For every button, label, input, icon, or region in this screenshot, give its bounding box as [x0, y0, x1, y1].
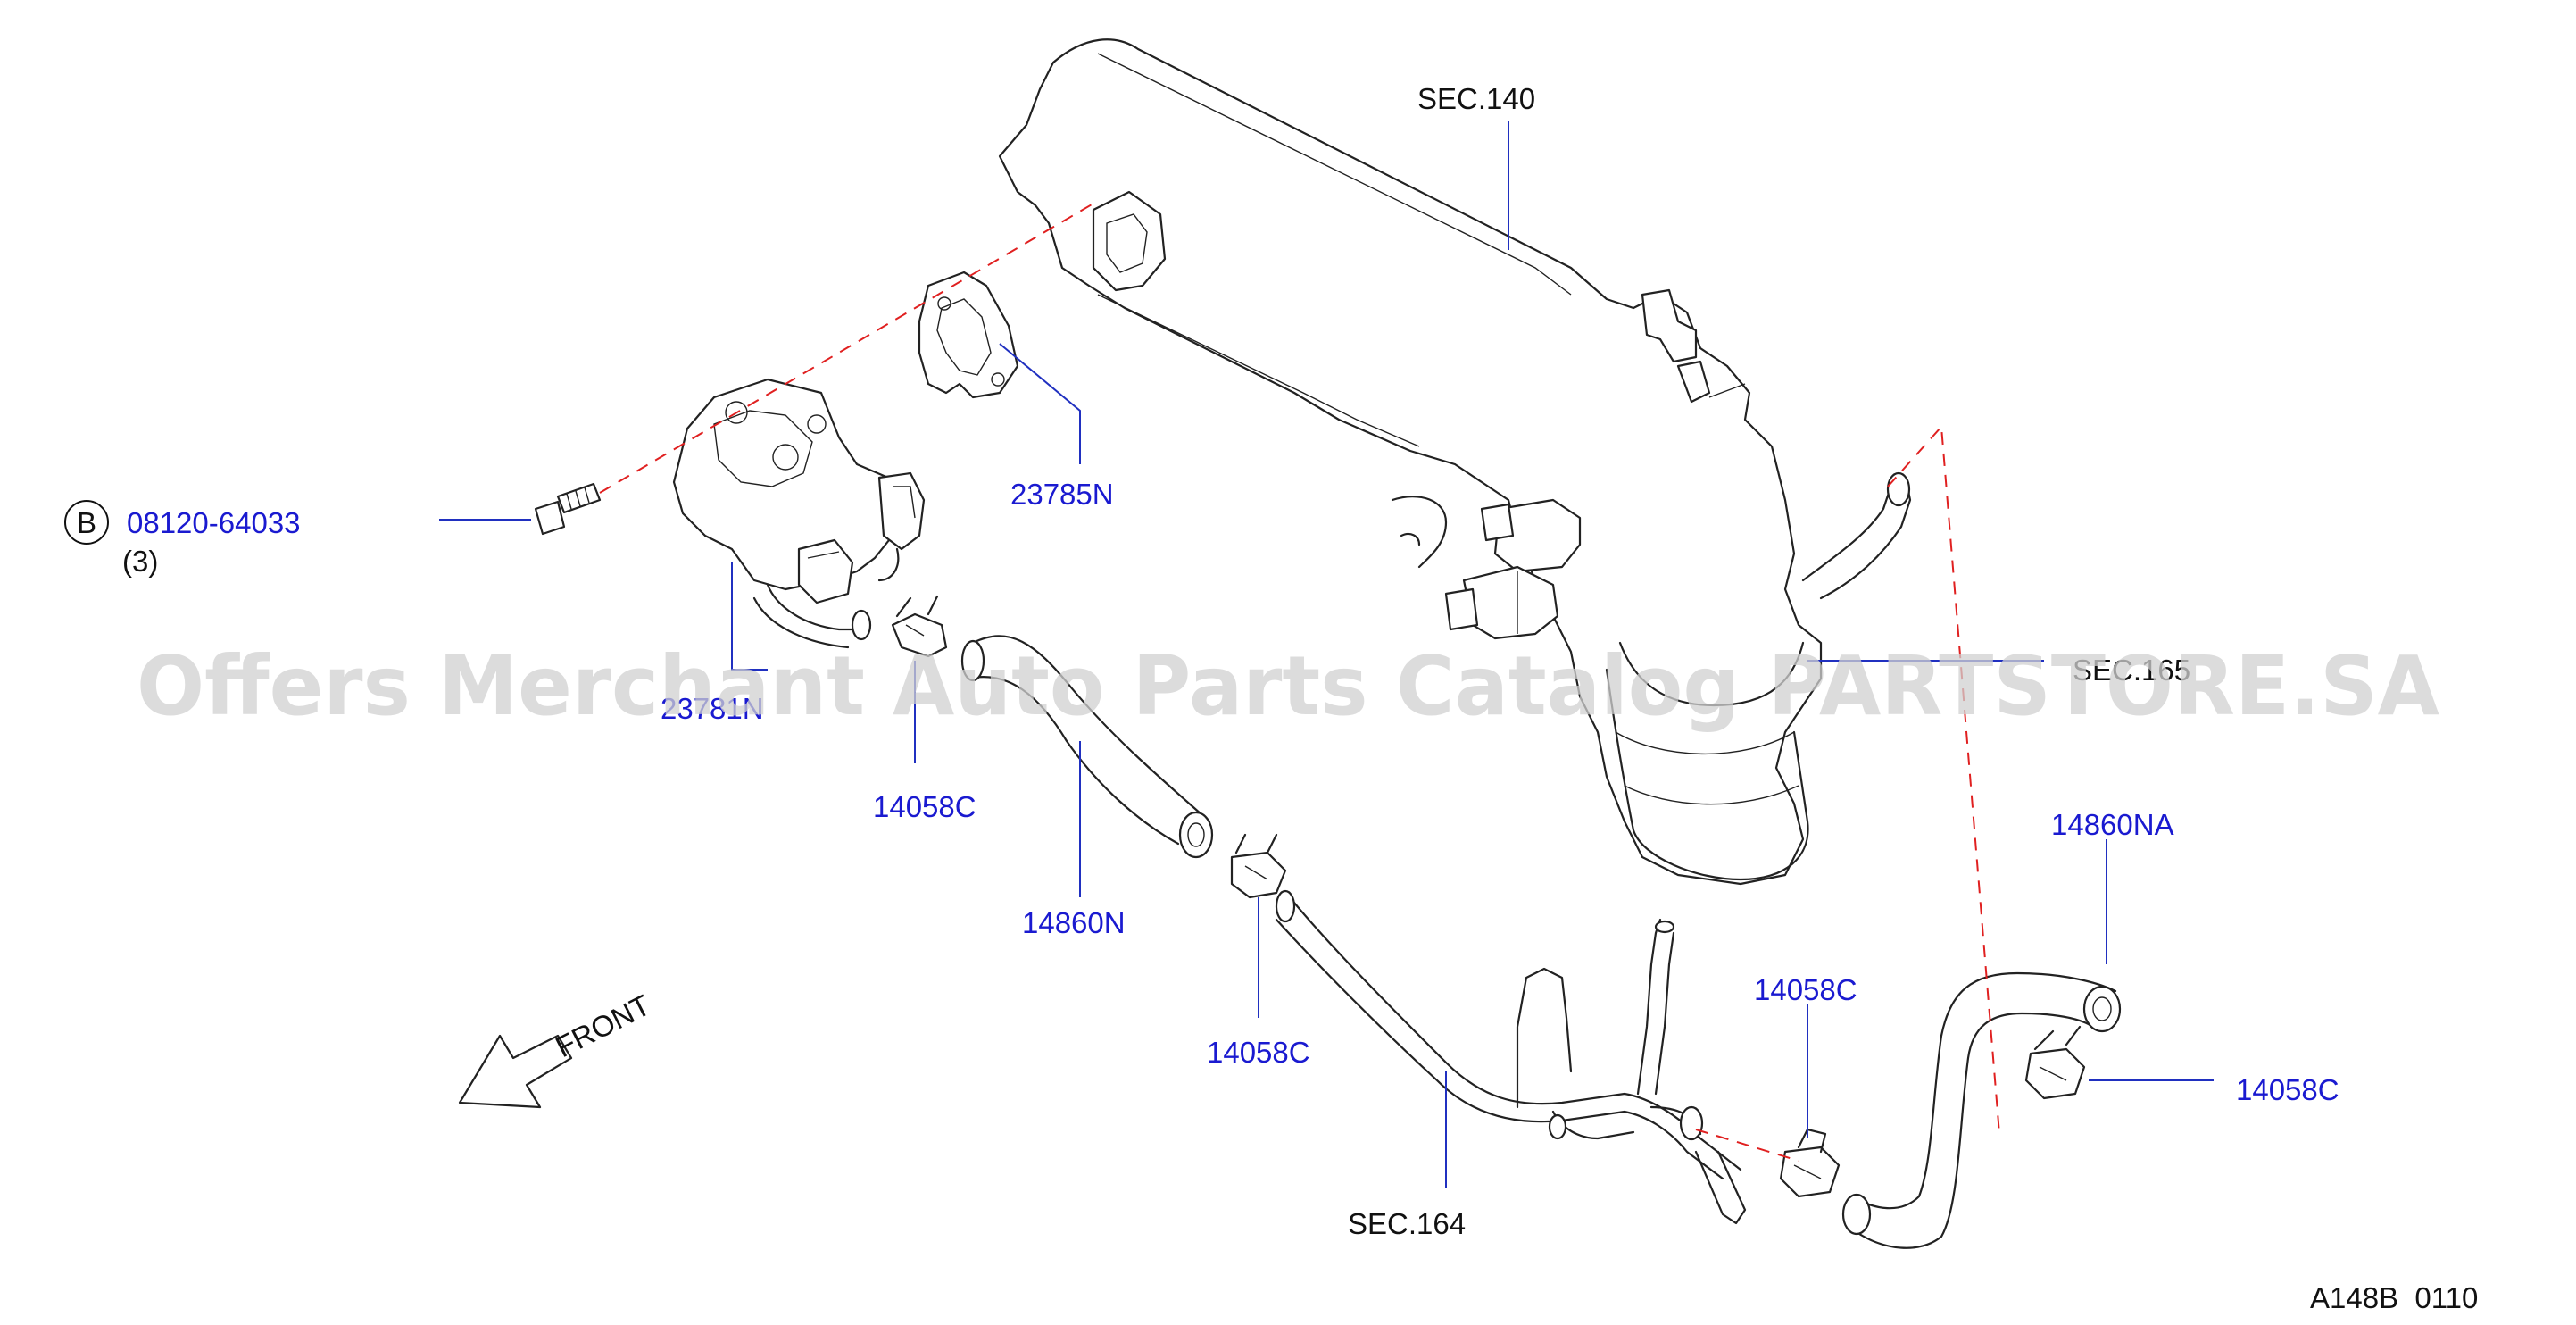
clamp-a [891, 595, 948, 658]
front-arrow [458, 1034, 573, 1109]
alignment-lines [599, 200, 2000, 1162]
hose-14860na [1841, 971, 2122, 1249]
label-sec140: SEC.140 [1417, 82, 1535, 115]
label-sec164: SEC.164 [1348, 1207, 1466, 1240]
label-23785n: 23785N [1010, 478, 1114, 511]
label-23781n: 23781N [661, 692, 764, 725]
bolt [534, 482, 602, 536]
label-14058c-c: 14058C [1754, 973, 1857, 1006]
label-14058c-d: 14058C [2236, 1073, 2339, 1106]
leader-lines [439, 121, 2214, 1188]
hose-14860n [960, 635, 1214, 859]
clamp-b [1230, 833, 1287, 899]
watermark: Offers Merchant Auto Parts Catalog PARTS… [137, 638, 2439, 734]
marker-b-circle [64, 500, 109, 545]
water-pipe [1275, 889, 1747, 1225]
gasket [918, 271, 1019, 399]
label-14860n: 14860N [1022, 906, 1126, 939]
clamp-d [2024, 1025, 2086, 1100]
label-08120-64033: 08120-64033 [127, 506, 301, 539]
label-bolt-qty: (3) [122, 545, 158, 578]
clamp-c [1779, 1128, 1841, 1198]
label-sec165: SEC.165 [2073, 654, 2190, 687]
label-14058c-a: 14058C [873, 790, 976, 823]
label-front: FRONT [550, 988, 655, 1064]
label-marker-b: B [77, 506, 96, 539]
air-control-valve [672, 378, 926, 649]
intake-manifold [998, 38, 1912, 886]
label-14058c-b: 14058C [1207, 1036, 1310, 1069]
label-14860na: 14860NA [2051, 808, 2174, 841]
label-diagram-code: A148B 0110 [2310, 1281, 2478, 1314]
